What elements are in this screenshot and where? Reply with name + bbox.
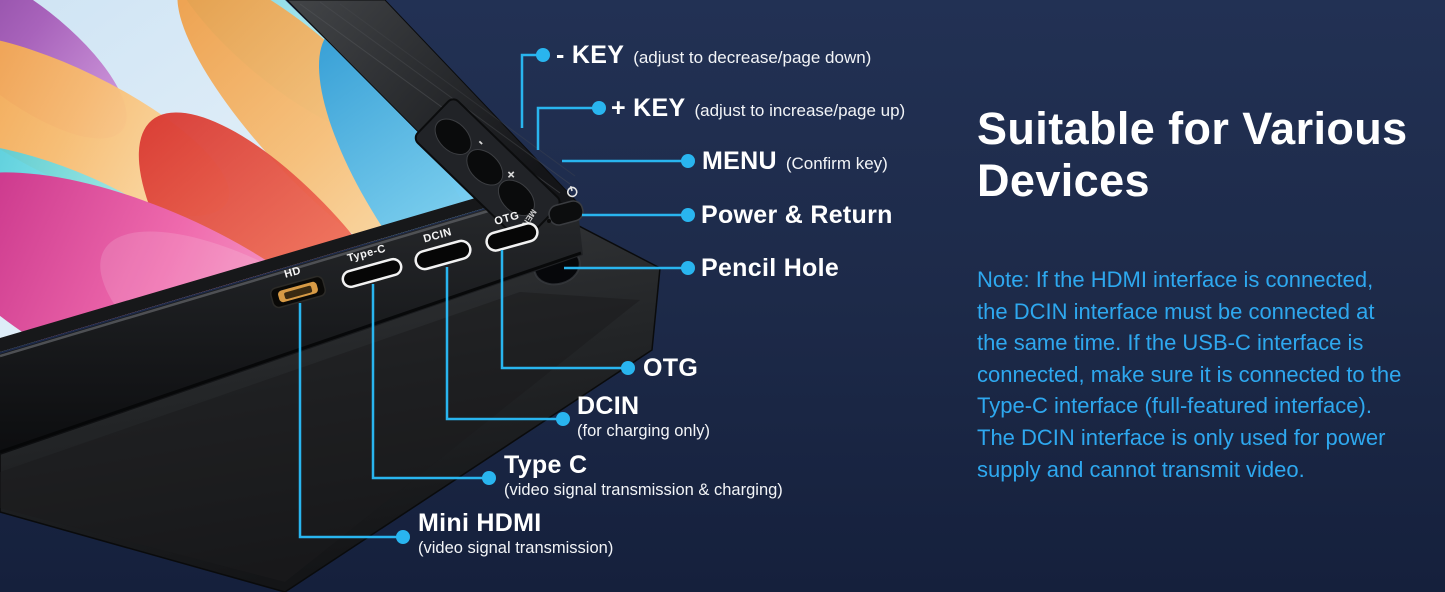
callout-label-menu: MENU (Confirm key) [702,147,888,175]
plus-button [466,149,504,186]
callout-label-power-return: Power & Return [701,201,893,229]
callout-label-minus-key: - KEY (adjust to decrease/page down) [556,41,871,69]
screw-dot [547,219,551,223]
callout-dot-dcin [556,412,570,426]
callout-title: Power & Return [701,201,893,229]
callout-label-otg: OTG [643,354,698,382]
callout-label-pencil-hole: Pencil Hole [701,254,839,282]
callout-line-plus-key [536,106,598,150]
callout-title: DCIN [577,392,640,420]
section-heading: Suitable for Various Devices [977,103,1408,206]
callout-line-dcin [445,267,562,421]
callout-lines [298,53,688,539]
callout-dot-minus-key [536,48,550,62]
callout-subtitle: (video signal transmission & charging) [504,481,783,499]
mini-hdmi-port: HD [269,265,327,309]
callout-title: Pencil Hole [701,254,840,282]
callout-dot-plus-key [592,101,606,115]
power-button [548,185,584,226]
callout-subtitle: (adjust to increase/page up) [694,101,906,120]
callout-subtitle: (for charging only) [577,422,710,440]
device-top-edge: - + MENU [286,0,584,242]
note-text: Note: If the HDMI interface is connected… [977,267,1402,482]
callout-dot-pencil [681,261,695,275]
minus-button [434,118,472,155]
menu-button [497,179,535,217]
callout-dot-power [681,208,695,222]
callout-line-mini-hdmi [298,303,402,539]
callout-line-otg [500,250,627,370]
callout-line-type-c [371,284,488,480]
callout-title: - KEY [556,41,625,69]
callout-dots [396,48,695,544]
callout-label-mini-hdmi: Mini HDMI (video signal transmission) [418,509,613,557]
callout-label-plus-key: + KEY (adjust to increase/page up) [611,94,905,122]
button-panel: - + MENU [414,98,561,242]
callout-line-minus-key [520,53,542,128]
callout-title: OTG [643,354,699,382]
callout-title: + KEY [611,94,686,122]
callout-dot-type-c [482,471,496,485]
hd-port-label: HD [283,265,302,281]
callout-title: MENU [702,147,777,175]
callout-label-dcin: DCIN (for charging only) [577,392,710,440]
callout-subtitle: (video signal transmission) [418,539,614,557]
callout-title: Type C [504,451,588,479]
callout-dot-menu [681,154,695,168]
callout-dot-otg [621,361,635,375]
callout-label-type-c: Type C (video signal transmission & char… [504,451,783,499]
callout-subtitle: (adjust to decrease/page down) [633,48,872,67]
callout-subtitle: (Confirm key) [785,154,888,173]
callout-dot-mini-hdmi [396,530,410,544]
callout-title: Mini HDMI [418,509,542,537]
